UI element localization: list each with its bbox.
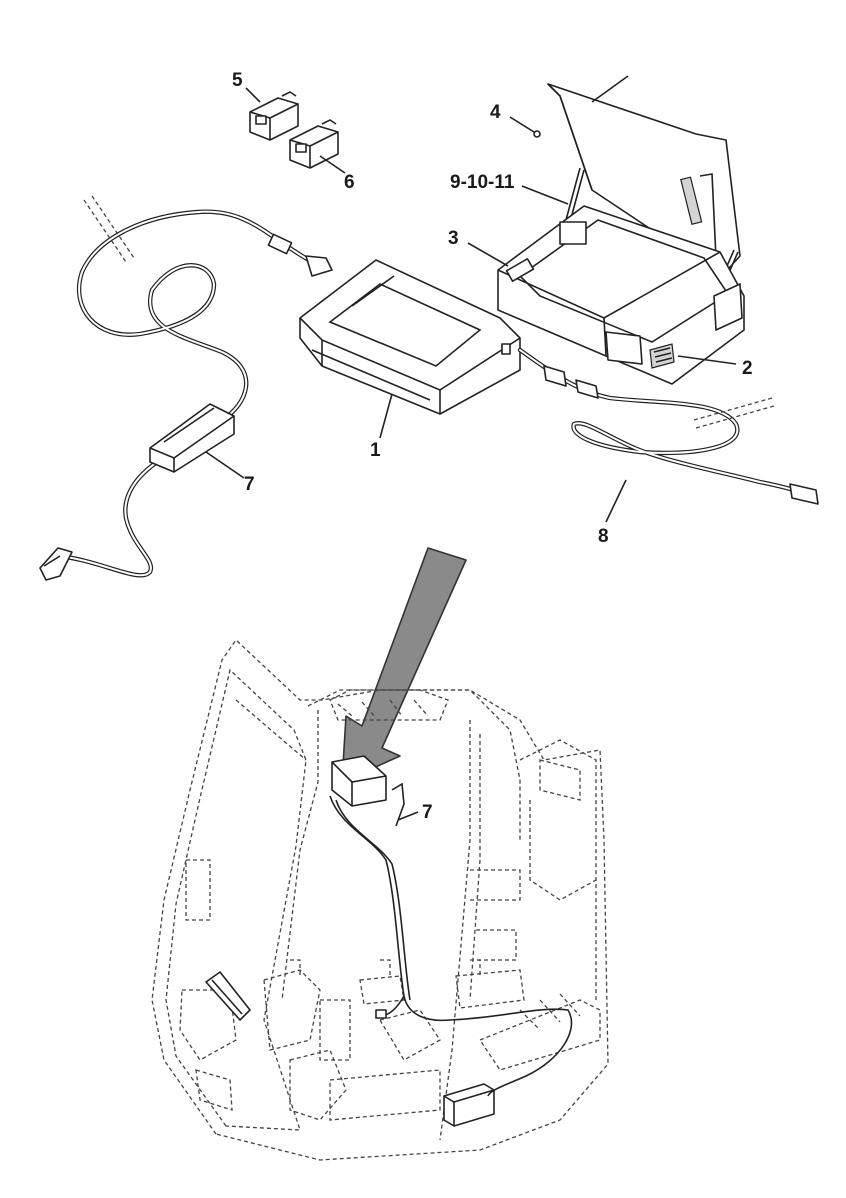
callout-3: 3: [448, 228, 459, 249]
callout-6: 6: [344, 172, 355, 193]
part-5-connector: [249, 91, 299, 141]
callout-7-upper: 7: [244, 474, 255, 495]
part-8-usb-cable: [517, 347, 819, 505]
callout-7-lower: 7: [422, 802, 433, 823]
callout-9-10-11: 9-10-11: [450, 172, 515, 193]
leader-9-10-11: [521, 185, 569, 205]
part-3-case: [497, 75, 745, 385]
vehicle-cockpit-outline: [151, 639, 609, 1161]
part-2-connector-strip: [649, 343, 675, 369]
leader-2: [677, 355, 737, 365]
part-6-connector: [289, 119, 339, 169]
callout-5: 5: [232, 70, 243, 91]
leader-8: [605, 479, 627, 523]
callout-2: 2: [742, 358, 753, 379]
part-4-screw: [509, 116, 541, 138]
leader-5: [245, 87, 261, 103]
pointer-arrow: [341, 547, 467, 783]
leader-1: [379, 393, 393, 439]
part-7-adapter-cable: [39, 195, 333, 581]
callout-8: 8: [598, 526, 609, 547]
callout-4: 4: [490, 102, 501, 123]
leader-6: [319, 155, 346, 174]
part-1-main-unit: [299, 259, 521, 415]
callout-1: 1: [370, 440, 381, 461]
leader-3: [467, 242, 509, 267]
leader-7-upper: [205, 451, 245, 479]
